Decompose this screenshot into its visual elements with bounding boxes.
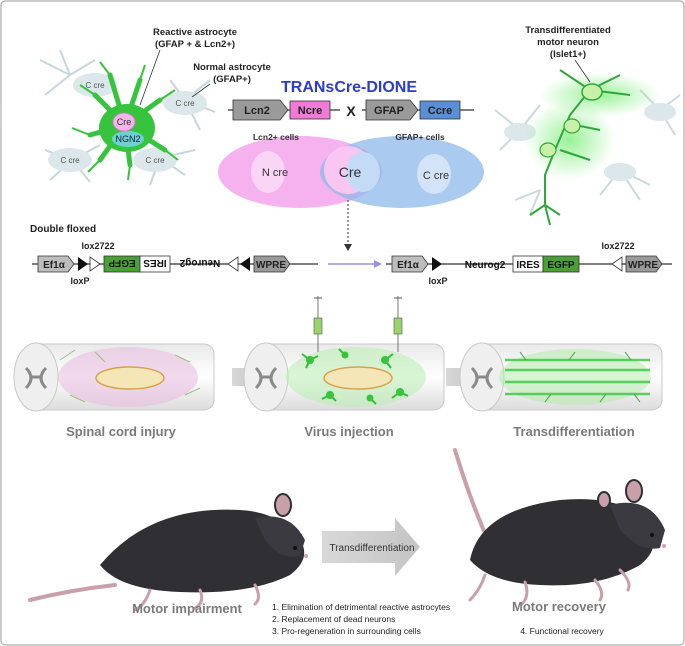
transdiff-neuron-line2: motor neuron: [537, 37, 599, 48]
after-wpre: WPRE: [628, 260, 658, 271]
venn-n-cre: N cre: [262, 167, 288, 179]
mechanism-2: 2. Replacement of dead neurons: [272, 614, 395, 624]
functional-recovery-note: 4. Functional recovery: [520, 626, 604, 636]
spinal-cord-transdifferentiation: [459, 342, 663, 412]
gfap-cells-label: GFAP+ cells: [395, 132, 445, 142]
mouse-impaired: [28, 493, 308, 612]
normal-astro-line1: Normal astrocyte: [193, 62, 271, 73]
reactive-astro-pointer: [139, 49, 161, 106]
cre-label: Cre: [117, 117, 132, 127]
c-cre-label-3: C cre: [175, 99, 195, 108]
construct-gfap-ccre: GFAP Ccre: [362, 99, 474, 121]
c-cre-label-2: C cre: [60, 156, 80, 165]
before-loxp: loxP: [70, 276, 89, 286]
vector-transition-arrowhead: [374, 260, 382, 268]
stage-label-injury: Spinal cord injury: [66, 424, 177, 439]
venn-cre: Cre: [339, 164, 362, 180]
reactive-astro-line2: (GFAP + & Lcn2+): [155, 39, 235, 50]
recovery-arrow-label: Transdifferentiation: [329, 543, 414, 554]
venn-c-cre: C cre: [423, 170, 449, 182]
reactive-astro-line1: Reactive astrocyte: [153, 27, 237, 38]
after-ef1a: Ef1α: [397, 260, 420, 271]
system-title: TRANsCre-DIONE: [281, 79, 417, 96]
c-cre-label-4: C cre: [145, 156, 165, 165]
venn-diagram: Lcn2+ cells GFAP+ cells N cre Cre C cre: [218, 132, 484, 208]
before-neurog2: Neurog2: [179, 257, 220, 268]
ccre-gene-label: Ccre: [428, 105, 452, 117]
before-ef1a: Ef1α: [43, 260, 66, 271]
construct-lcn2-ncre: Lcn2 Ncre: [228, 99, 340, 121]
lcn2-promoter-label: Lcn2: [244, 105, 270, 117]
after-neurog2: Neurog2: [465, 260, 506, 271]
spinal-cord-virus-injection: [243, 296, 445, 412]
mechanism-3: 3. Pro-regeneration in surrounding cells: [272, 626, 421, 636]
spinal-cord-injury: [13, 342, 215, 412]
after-lox2722: lox2722: [601, 241, 634, 251]
motor-recovery-label: Motor recovery: [512, 599, 607, 614]
ncre-gene-label: Ncre: [298, 105, 322, 117]
normal-astro-pointer: [191, 83, 211, 98]
recovery-arrow: [322, 518, 420, 576]
cross-symbol: X: [346, 103, 356, 119]
lcn2-cells-label: Lcn2+ cells: [253, 132, 299, 142]
c-cre-label-1: C cre: [85, 81, 105, 90]
gfap-promoter-label: GFAP: [374, 105, 404, 117]
recombination-arrowhead: [344, 244, 352, 251]
before-wpre: WPRE: [256, 260, 286, 271]
normal-astro-line2: (GFAP+): [213, 74, 251, 85]
stage-label-injection: Virus injection: [304, 424, 393, 439]
vector-after: Ef1α Neurog2 IRES EGFP WPRE lox2722 loxP: [386, 241, 672, 286]
mouse-recovered: [453, 448, 666, 606]
mechanism-1: 1. Elimination of detrimental reactive a…: [272, 602, 450, 612]
after-egfp: EGFP: [547, 260, 575, 271]
transdiff-neuron-pointer: [574, 59, 591, 83]
stage-label-transdiff: Transdifferentiation: [513, 424, 634, 439]
transdiff-neuron-line1: Transdifferentiated: [525, 25, 611, 36]
ngn2-label: NGN2: [115, 134, 140, 144]
before-ires: IRES: [143, 257, 167, 268]
after-ires: IRES: [516, 260, 540, 271]
vector-before: Ef1α EGFP IRES Neurog2 WPRE lox2722 loxP: [32, 241, 318, 286]
double-floxed-title: Double floxed: [30, 224, 96, 235]
astrocyte-cluster: C cre C cre C cre C cre Cre NGN2: [39, 49, 216, 186]
before-egfp: EGFP: [108, 257, 136, 268]
before-lox2722: lox2722: [81, 241, 114, 251]
motor-impairment-label: Motor impairment: [132, 601, 242, 616]
transdiff-neuron-cluster: [494, 69, 681, 226]
transdiff-neuron-line3: (Islet1+): [550, 49, 586, 60]
after-loxp: loxP: [428, 276, 447, 286]
